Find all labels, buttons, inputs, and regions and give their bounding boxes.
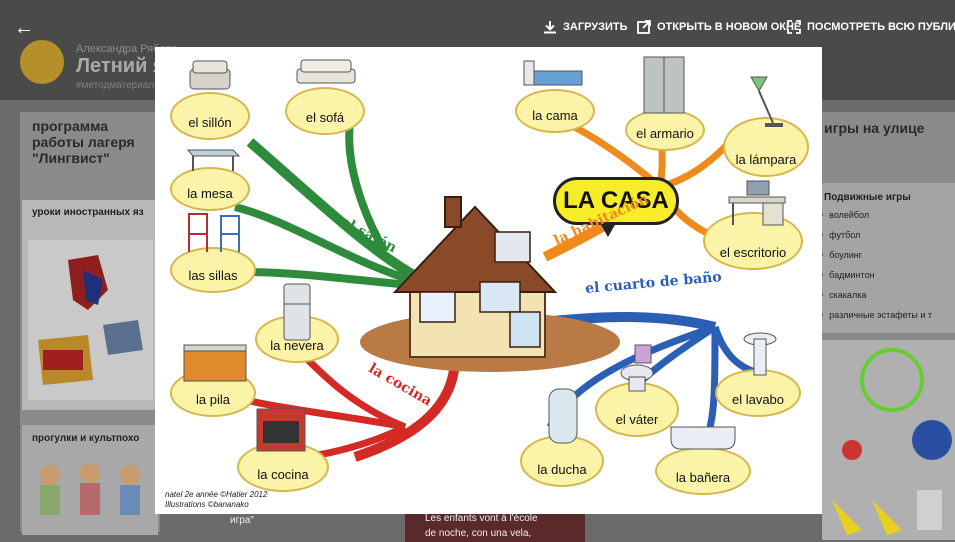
image-credit: natel 2e année ©Hatier 2012 Illustration… (165, 490, 267, 510)
open-new-window-button[interactable]: ОТКРЫТЬ В НОВОМ ОКНЕ (637, 20, 801, 34)
label-mesa: la mesa (187, 186, 233, 201)
games-list: волейбол футбол боулинг бадминтон скакал… (820, 210, 932, 330)
open-new-window-label: ОТКРЫТЬ В НОВОМ ОКНЕ (657, 21, 802, 33)
sports-illustration (822, 340, 955, 540)
map-title: LA CASA (553, 177, 679, 225)
kids-illustration (40, 463, 140, 515)
label-escritorio: el escritorio (719, 245, 787, 260)
bubble-armario: el armario (625, 109, 705, 151)
label-lavabo: el lavabo (731, 392, 785, 407)
avatar (20, 40, 64, 84)
bubble-sillon: el sillón (170, 92, 250, 140)
list-item: волейбол (820, 210, 932, 220)
chairs-icon (188, 213, 240, 252)
list-item: скакалка (820, 290, 932, 300)
lightbox-toolbar: ← ЗАГРУЗИТЬ ОТКРЫТЬ В НОВОМ ОКНЕ ПОСМОТР… (0, 0, 955, 50)
wardrobe-icon (643, 56, 685, 114)
column-title-program: программа работы лагеря "Лингвист" (32, 118, 135, 166)
armchair-icon (189, 60, 231, 90)
label-cama: la cama (532, 108, 578, 123)
table-icon (186, 149, 241, 171)
bubble-banera: la bañera (655, 447, 751, 495)
bottom-text-3: de noche, con una vela, (425, 528, 532, 539)
bubble-mesa: la mesa (170, 167, 250, 211)
bottom-text-1: игра" (230, 515, 254, 526)
bubble-sillas: las sillas (170, 247, 256, 293)
list-item: футбол (820, 230, 932, 240)
lamp-icon (750, 76, 783, 127)
column-title-games: игры на улице (824, 120, 925, 136)
fullscreen-icon (787, 20, 801, 34)
list-item: различные эстафеты и т (820, 310, 932, 320)
label-banera: la bañera (675, 470, 731, 485)
bubble-escritorio: el escritorio (703, 212, 803, 270)
bottom-text-2: Les enfants vont à l'école (425, 513, 538, 524)
external-link-icon (637, 20, 651, 34)
card-title-walks: прогулки и культпохо (32, 433, 140, 444)
fridge-icon (283, 283, 311, 341)
label-cocina: la cocina (257, 467, 309, 482)
europe-flags-map (28, 240, 153, 400)
author-name: Александра Рябова (76, 43, 178, 55)
bubble-cama: la cama (515, 89, 595, 133)
credit-line-2: Illustrations ©bananako (165, 500, 249, 509)
download-label: ЗАГРУЗИТЬ (563, 21, 628, 33)
label-ducha: la ducha (537, 462, 587, 477)
bed-icon (523, 60, 583, 86)
card-title-languages: уроки иностранных яз (32, 207, 144, 218)
shower-icon (548, 388, 578, 444)
washbasin-icon (743, 332, 777, 376)
label-sillas: las sillas (188, 268, 238, 283)
stove-icon (256, 408, 306, 452)
toilet-icon (620, 344, 654, 392)
view-all-button[interactable]: ПОСМОТРЕТЬ ВСЮ ПУБЛИКАЦИЮ (787, 20, 955, 34)
download-button[interactable]: ЗАГРУЗИТЬ (543, 20, 628, 34)
bottom-card (405, 512, 585, 542)
back-arrow-icon[interactable]: ← (14, 17, 34, 39)
view-all-label: ПОСМОТРЕТЬ ВСЮ ПУБЛИКАЦИЮ (807, 21, 955, 33)
page-title: Летний яз (76, 55, 175, 77)
bubble-sofa: el sofá (285, 87, 365, 135)
label-sofa: el sofá (305, 110, 345, 125)
sink-icon (183, 344, 247, 382)
label-armario: el armario (636, 126, 694, 141)
label-sillon: el sillón (188, 115, 232, 130)
bubble-lampara: la lámpara (723, 117, 809, 177)
title-pointer (600, 223, 616, 237)
sofa-icon (296, 59, 356, 84)
download-icon (544, 21, 556, 34)
desk-icon (728, 180, 786, 226)
bathtub-icon (670, 426, 736, 450)
label-pila: la pila (196, 392, 230, 407)
list-item: бадминтон (820, 270, 932, 280)
list-item: боулинг (820, 250, 932, 260)
credit-line-1: natel 2e année ©Hatier 2012 (165, 490, 268, 499)
hashtag: #методматериалы (76, 80, 162, 91)
image-viewer: LA CASA el salón la habitación la cocina… (155, 47, 822, 514)
label-lampara: la lámpara (735, 152, 797, 167)
label-vater: el váter (615, 412, 659, 427)
bubble-ducha: la ducha (520, 435, 604, 487)
label-nevera: la nevera (270, 338, 324, 353)
card-title-games: Подвижные игры (824, 192, 911, 203)
